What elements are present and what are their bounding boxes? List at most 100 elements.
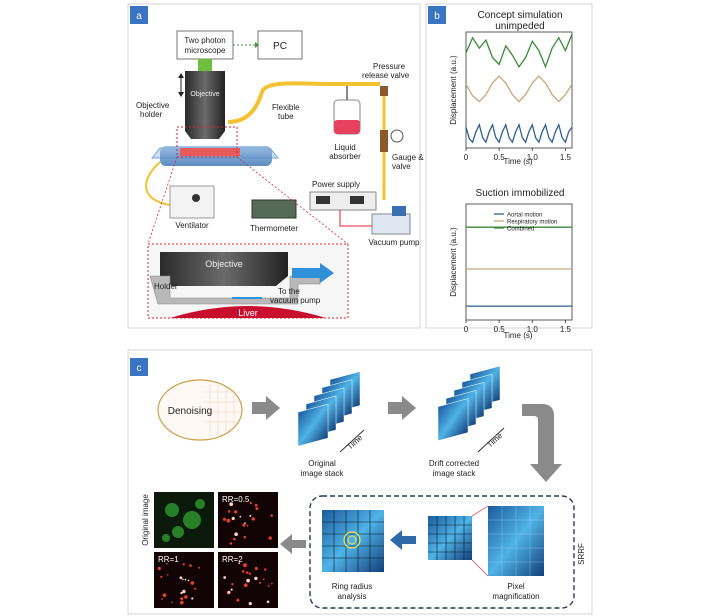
panel-c-frame <box>127 349 593 615</box>
srrf-dot <box>270 514 274 517</box>
srrf-dot <box>239 515 242 518</box>
pressure-valve-label-1: Pressure <box>373 62 406 71</box>
srrf-dot <box>242 523 246 527</box>
arrow-drift-to-srrf <box>522 404 562 482</box>
panel-b: b Concept simulation unimpeded 0 0.5 1.0 1.… <box>425 3 593 340</box>
srrf-dot <box>262 578 265 581</box>
thermometer-box <box>251 199 297 219</box>
chart-bottom-xtick-label: 1.5 <box>560 325 572 334</box>
chart-top-title-2: unimpeded <box>495 21 544 32</box>
vacuum-pump-motor <box>392 206 406 216</box>
srrf-dot <box>179 600 184 605</box>
magnify-line-top <box>471 505 489 517</box>
srrf-dot <box>231 583 234 586</box>
absorber-label-1: Liquid <box>334 143 355 152</box>
srrf-dot <box>248 572 252 575</box>
arrow-srrf-to-results <box>280 534 306 554</box>
srrf-dot <box>227 590 231 594</box>
flexible-tube-label-1: Flexible <box>272 103 300 112</box>
srrf-dot <box>246 578 251 583</box>
srrf-dot <box>248 602 252 606</box>
power-cable <box>339 210 372 227</box>
chart-bottom-xtick-label: 0.5 <box>494 325 506 334</box>
magnify-line-bottom <box>471 559 489 577</box>
chart-bottom-ylabel: Displacement (a.u.) <box>449 227 458 297</box>
srrf-dot <box>254 576 258 581</box>
inset-to-pump-label-1: To the <box>278 287 300 296</box>
srrf-dot <box>191 597 194 600</box>
legend-label-aortal: Aortal motion <box>507 213 542 219</box>
ventilator-knob <box>192 194 200 202</box>
srrf-dot <box>223 576 227 579</box>
srrf-dot <box>264 568 267 571</box>
zoom-line-right <box>236 156 349 245</box>
legend-label-combined: Combined <box>507 227 534 233</box>
objective-label: Objective <box>190 91 219 98</box>
inset-objective <box>160 252 288 286</box>
time-label-1: Time <box>345 433 364 452</box>
chart-bottom-axes <box>465 203 573 321</box>
panel-b-label: b <box>434 11 440 22</box>
chart-bottom-xtick-label: 1.0 <box>527 325 539 334</box>
panel-a-label-box <box>130 6 148 24</box>
srrf-dot <box>157 566 161 571</box>
srrf-dot <box>162 593 167 598</box>
microscope-label-1: Two photon <box>184 36 225 45</box>
srrf-dot <box>166 574 169 576</box>
srrf-dot <box>161 598 163 600</box>
srrf-dot <box>187 579 190 582</box>
thermometer-label: Thermometer <box>250 224 298 233</box>
srrf-dot <box>249 501 252 505</box>
srrf-dot <box>194 587 197 590</box>
original-stack-label-1: Original <box>308 459 336 468</box>
srrf-dot <box>246 524 249 527</box>
zoom-region <box>176 126 238 158</box>
original-image-stack <box>297 371 361 447</box>
chart-bottom-xtick-label: 0 <box>464 325 469 334</box>
zoom-line-left <box>147 156 178 245</box>
srrf-dot <box>238 562 241 565</box>
rr05-label: RR=0.5 <box>222 495 250 504</box>
srrf-dot <box>243 535 247 539</box>
power-display <box>316 196 330 204</box>
srrf-dot <box>179 576 183 580</box>
power-display-2 <box>350 196 364 204</box>
height-arrow-up <box>178 73 184 78</box>
inset-liver <box>170 306 326 318</box>
ventilator-tube <box>145 161 171 206</box>
vacuum-pump-box <box>371 213 411 235</box>
gauge-dial <box>390 129 404 143</box>
arrow-denoise-to-stack <box>252 396 280 420</box>
legend-label-respiratory: Respiratory motion <box>507 220 557 226</box>
gauge-label-2: valve <box>392 162 411 171</box>
drift-corrected-stack <box>437 365 501 441</box>
srrf-dot <box>241 570 245 573</box>
srrf-dot <box>182 589 186 594</box>
srrf-dot <box>254 566 258 571</box>
denoising-ellipse <box>157 379 243 441</box>
chart-bottom-xlabel: Time (s) <box>503 331 532 340</box>
srrf-dot <box>190 581 195 585</box>
result-rr1-image <box>154 552 214 608</box>
panel-c-label: c <box>137 363 142 374</box>
absorber-liquid <box>334 120 360 134</box>
srrf-dot <box>268 536 272 540</box>
height-arrow-down <box>178 92 184 97</box>
inset-liver-label: Liver <box>238 308 258 318</box>
green-coupler <box>198 59 212 71</box>
panel-b-frame <box>425 3 593 329</box>
vacuum-pump-label: Vacuum pump <box>369 238 421 247</box>
ventilator-label: Ventilator <box>175 221 209 230</box>
flexible-tube-label-2: tube <box>278 112 294 121</box>
chart-top-title-1: Concept simulation <box>477 10 562 21</box>
chart-top-xtick-label: 1.0 <box>527 153 539 162</box>
srrf-dot <box>271 582 273 585</box>
srrf-dot <box>229 502 234 506</box>
pc-link-arrowhead <box>255 42 259 48</box>
srrf-dot <box>182 563 185 566</box>
time-arrow-1 <box>339 429 365 453</box>
rr2-label: RR=2 <box>222 555 243 564</box>
chart-top-axes <box>465 31 573 149</box>
